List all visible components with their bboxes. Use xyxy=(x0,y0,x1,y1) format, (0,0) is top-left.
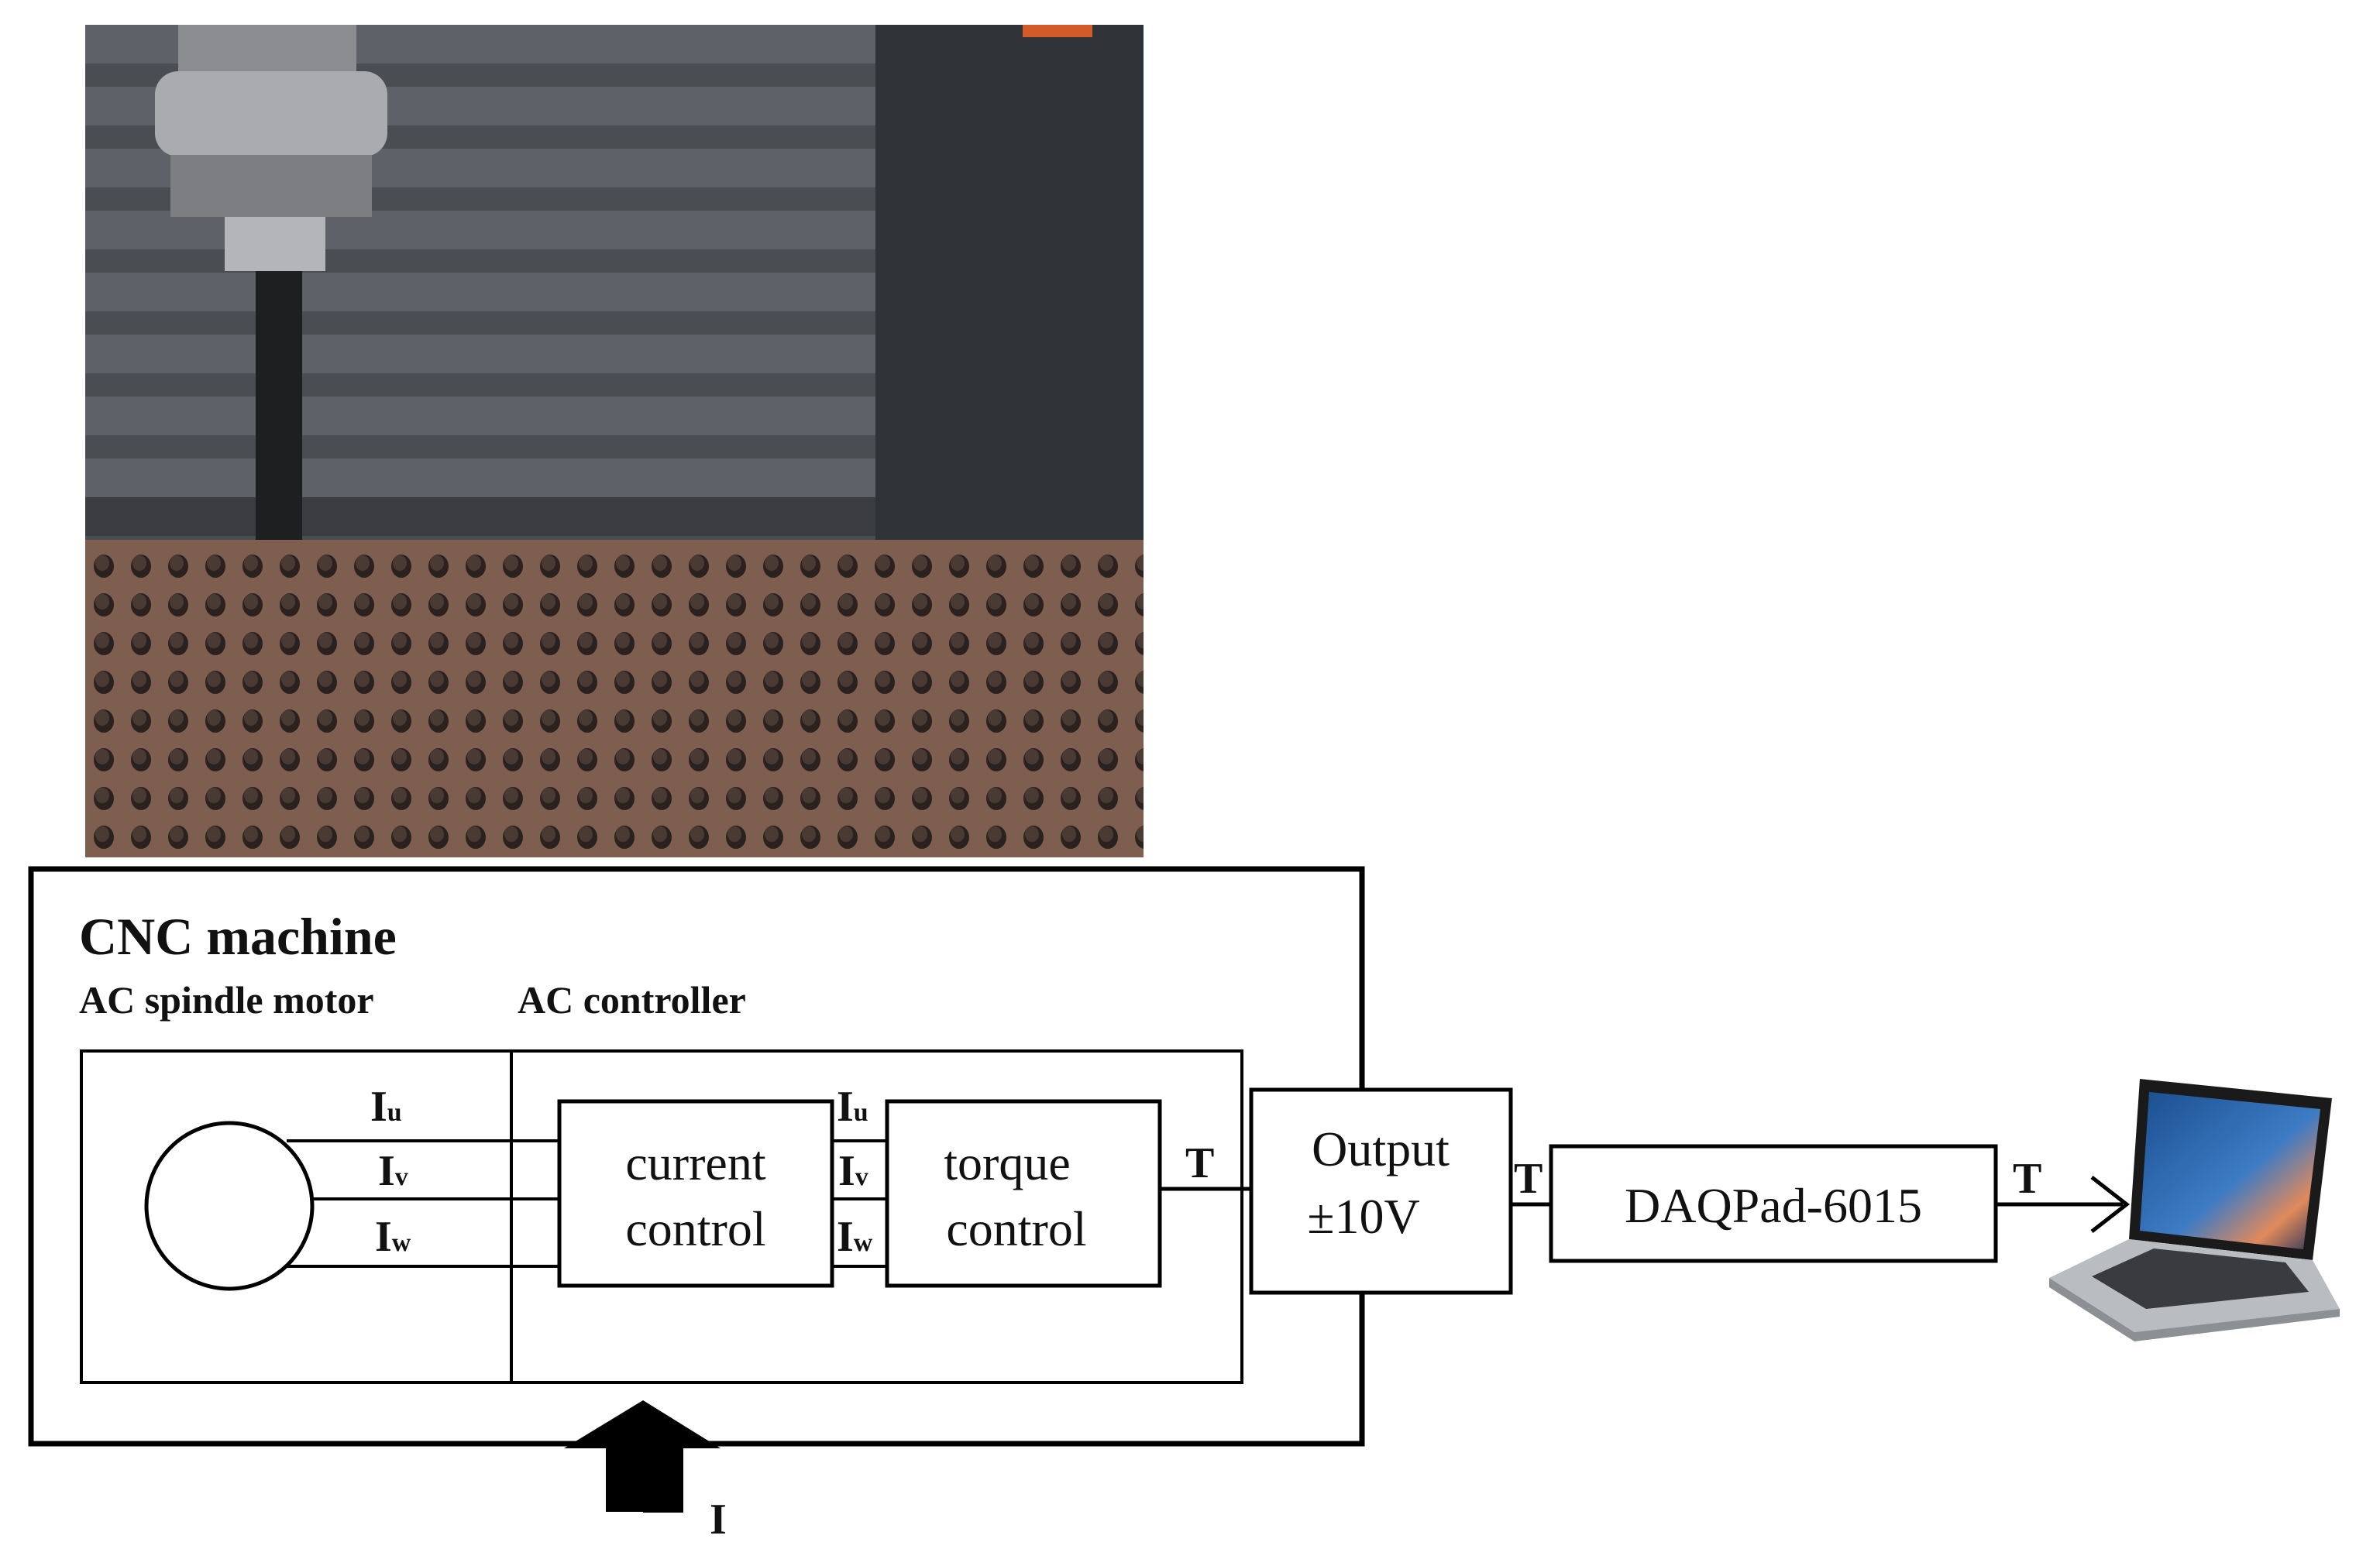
torque-control-box xyxy=(885,1099,1162,1288)
phase-label-v-main: I xyxy=(378,1147,395,1195)
current-control-line2: control xyxy=(625,1201,765,1256)
output-box-line1: Output xyxy=(1312,1121,1450,1176)
phase-label-u2-main: I xyxy=(837,1083,854,1131)
phase-label-u-sub: u xyxy=(387,1098,402,1127)
perforated-table xyxy=(85,540,1144,857)
phase-labels-controller: Iu Iv Iw xyxy=(837,1083,873,1261)
svg-text:Iu: Iu xyxy=(370,1083,402,1131)
ac-controller-label: AC controller xyxy=(518,978,746,1022)
cnc-photo xyxy=(85,25,1144,857)
svg-text:Iv: Iv xyxy=(838,1147,868,1195)
svg-text:Iw: Iw xyxy=(837,1213,873,1261)
phase-label-w-main: I xyxy=(375,1213,392,1261)
output-box xyxy=(1249,1087,1513,1295)
current-control-line1: current xyxy=(625,1135,765,1190)
current-control-box xyxy=(557,1099,834,1288)
phase-lines-controller xyxy=(832,1139,887,1268)
torque-label-2: T xyxy=(1514,1155,1543,1203)
motor-controller-box xyxy=(80,1049,1243,1384)
arrow-to-laptop xyxy=(1996,1176,2131,1233)
torque-control-line1: torque xyxy=(944,1135,1071,1190)
torque-label-3: T xyxy=(2013,1155,2041,1203)
spindle-motor-label: AC spindle motor xyxy=(79,978,374,1022)
phase-label-w2-sub: w xyxy=(854,1228,873,1257)
phase-lines-motor xyxy=(287,1139,559,1268)
output-box-line2: ±10V xyxy=(1307,1189,1419,1244)
svg-text:Iv: Iv xyxy=(378,1147,408,1195)
spindle-shape xyxy=(155,25,387,546)
phase-labels-motor: Iu Iv Iw xyxy=(370,1083,411,1261)
torque-control-line2: control xyxy=(946,1201,1086,1256)
phase-label-u-main: I xyxy=(370,1083,387,1131)
photo-slats xyxy=(85,25,883,536)
photo-dark-panel xyxy=(875,25,1144,540)
cnc-machine-title: CNC machine xyxy=(79,907,397,966)
torque-label-1: T xyxy=(1185,1139,1214,1187)
phase-label-u2-sub: u xyxy=(854,1098,868,1127)
input-label: I xyxy=(710,1496,727,1544)
phase-label-v2-main: I xyxy=(838,1147,855,1195)
spindle-motor-icon xyxy=(144,1121,315,1291)
svg-text:Iu: Iu xyxy=(837,1083,868,1131)
svg-text:Iw: Iw xyxy=(375,1213,411,1261)
photo-orange-tab xyxy=(1023,25,1092,37)
phase-label-w2-main: I xyxy=(837,1213,854,1261)
daq-box-label: DAQPad-6015 xyxy=(1625,1178,1922,1233)
laptop-icon xyxy=(2049,1079,2340,1341)
phase-label-w-sub: w xyxy=(392,1228,411,1257)
input-arrow-body xyxy=(606,1448,682,1512)
phase-label-v-sub: v xyxy=(395,1163,408,1191)
phase-label-v2-sub: v xyxy=(855,1163,868,1191)
